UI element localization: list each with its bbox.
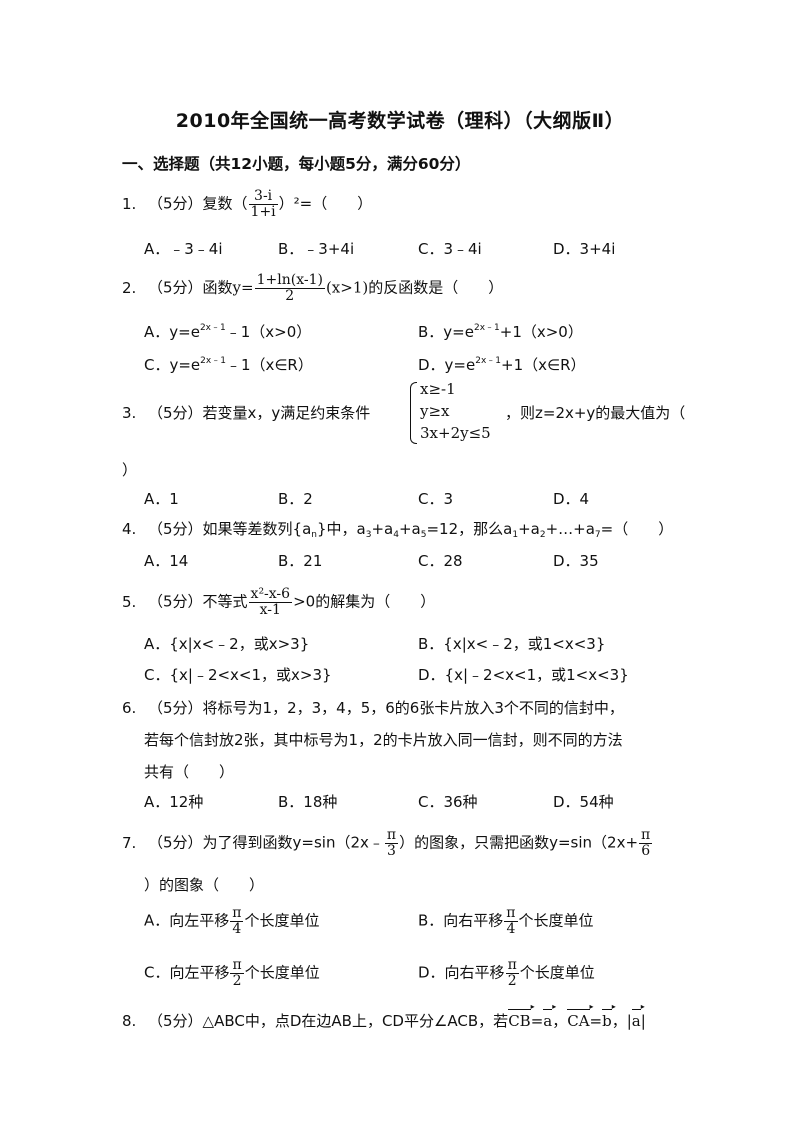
vector: CB xyxy=(508,1002,534,1030)
question-6: 6.（5分）将标号为1，2，3，4，5，6的6张卡片放入3个不同的信封中， xyxy=(122,699,624,717)
question-number: 3. xyxy=(122,404,137,422)
question-number: 6. xyxy=(122,699,137,717)
question-3: 3.（5分）若变量x，y满足约束条件 xyxy=(122,404,371,422)
question-number: 8. xyxy=(122,1012,137,1030)
question-4: 4.（5分）如果等差数列{an}中，a3+a4+a5=12，那么a1+a2+…+… xyxy=(122,520,674,540)
option-c: C．28 xyxy=(418,552,463,570)
question-2: 2.（5分）函数y=1+ln(x-1)2(x>1)的反函数是（ ） xyxy=(122,272,504,304)
question-number: 1. xyxy=(122,194,137,213)
question-number: 5. xyxy=(122,592,137,611)
vector: a xyxy=(631,1002,645,1030)
page-title: 2010年全国统一高考数学试卷（理科）（大纲版Ⅱ） xyxy=(175,110,625,132)
vector: b xyxy=(602,1002,615,1030)
option-d: D．3+4i xyxy=(553,240,616,258)
vector: a xyxy=(543,1002,556,1030)
question-number: 7. xyxy=(122,833,137,852)
question-number: 2. xyxy=(122,278,137,297)
constraint-system: x≥-1 y≥x 3x+2y≤5 xyxy=(410,380,491,444)
option-c: C．3﹣4i xyxy=(418,240,482,258)
section-heading: 一、选择题（共12小题，每小题5分，满分60分） xyxy=(122,155,471,173)
fraction: 1+ln(x-1)2 xyxy=(254,272,325,304)
option-d: D．54种 xyxy=(553,793,614,811)
option-a: A．﹣3﹣4i xyxy=(144,240,223,258)
option-b: B．2 xyxy=(278,490,313,508)
vector: CA xyxy=(567,1002,594,1030)
option-d: D．35 xyxy=(553,552,599,570)
option-c: C．3 xyxy=(418,490,454,508)
option-b: B．﹣3+4i xyxy=(278,240,355,258)
option-c: C．36种 xyxy=(418,793,478,811)
brace-icon xyxy=(410,382,417,444)
option-a: A．12种 xyxy=(144,793,204,811)
option-a: A．y=e2x﹣1﹣1（x>0） xyxy=(144,323,312,341)
question-8: 8.（5分）△ABC中，点D在边AB上，CD平分∠ACB，若CB=a，CA=b，… xyxy=(122,1002,646,1031)
option-a: A．1 xyxy=(144,490,179,508)
option-b: B．21 xyxy=(278,552,323,570)
option-d: D．{x|﹣2<x<1，或1<x<3} xyxy=(418,666,629,684)
option-b: B．18种 xyxy=(278,793,338,811)
option-c: C．y=e2x﹣1﹣1（x∈R） xyxy=(144,356,313,374)
option-a: A．14 xyxy=(144,552,189,570)
option-d: D．4 xyxy=(553,490,590,508)
option-d: D．y=e2x﹣1+1（x∈R） xyxy=(418,356,586,374)
option-a: A．{x|x<﹣2，或x>3} xyxy=(144,635,310,653)
option-b: B．y=e2x﹣1+1（x>0） xyxy=(418,323,583,341)
question-number: 4. xyxy=(122,520,137,538)
option-b: B．{x|x<﹣2，或1<x<3} xyxy=(418,635,606,653)
option-c: C．{x|﹣2<x<1，或x>3} xyxy=(144,666,332,684)
